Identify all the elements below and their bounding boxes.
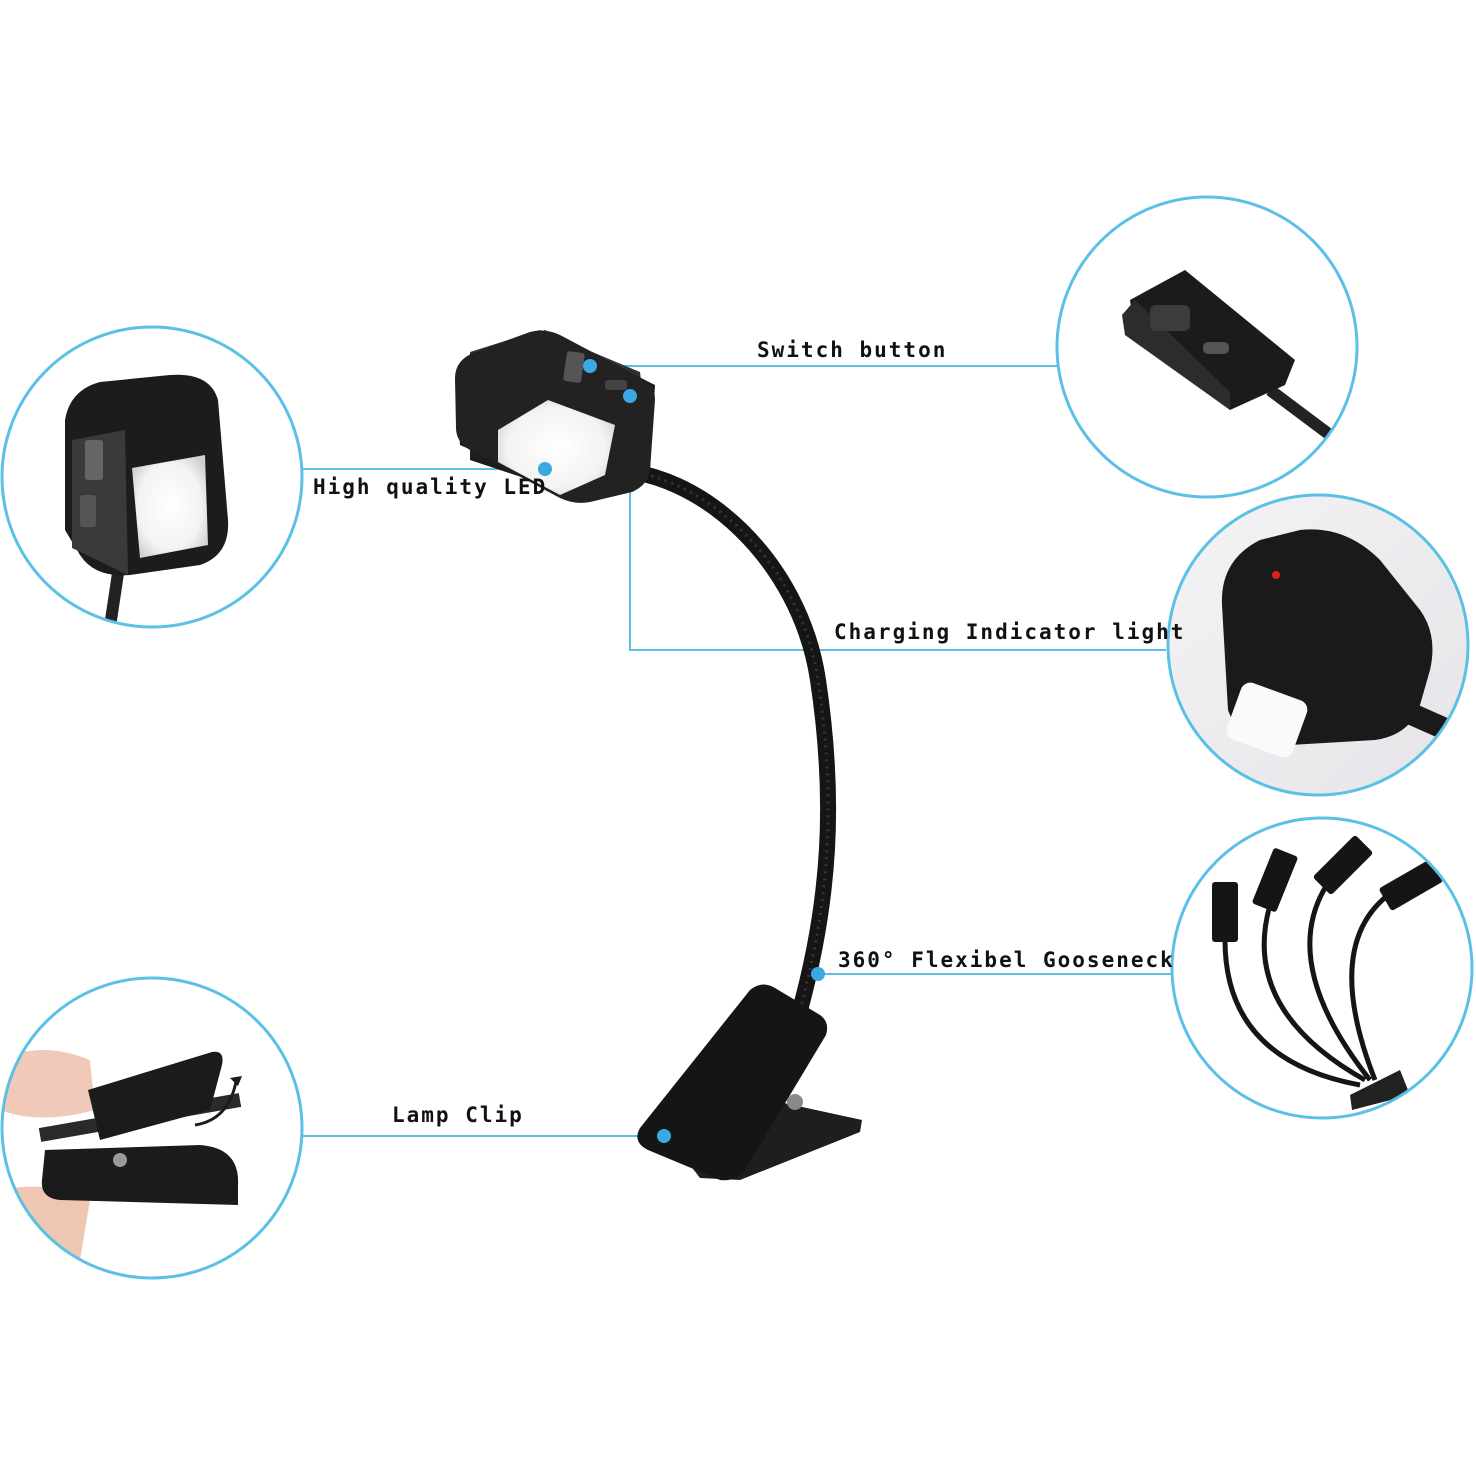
detail-circle-charging bbox=[1166, 493, 1470, 797]
gooseneck bbox=[602, 462, 837, 1018]
detail-circle-switch bbox=[1055, 195, 1359, 499]
callout-dots bbox=[538, 359, 825, 1143]
detail-circle-clip bbox=[0, 976, 304, 1280]
lamp-clip-main bbox=[637, 984, 862, 1181]
label-flexible-gooseneck: 360° Flexibel Gooseneck bbox=[838, 948, 1175, 972]
label-lamp-clip: Lamp Clip bbox=[392, 1103, 524, 1127]
detail-circle-gooseneck bbox=[1170, 816, 1474, 1120]
label-charging-indicator: Charging Indicator light bbox=[834, 620, 1186, 644]
label-switch-button: Switch button bbox=[757, 338, 948, 362]
lamp-head bbox=[455, 330, 655, 503]
detail-circle-led bbox=[0, 325, 304, 629]
label-high-quality-led: High quality LED bbox=[313, 475, 548, 499]
